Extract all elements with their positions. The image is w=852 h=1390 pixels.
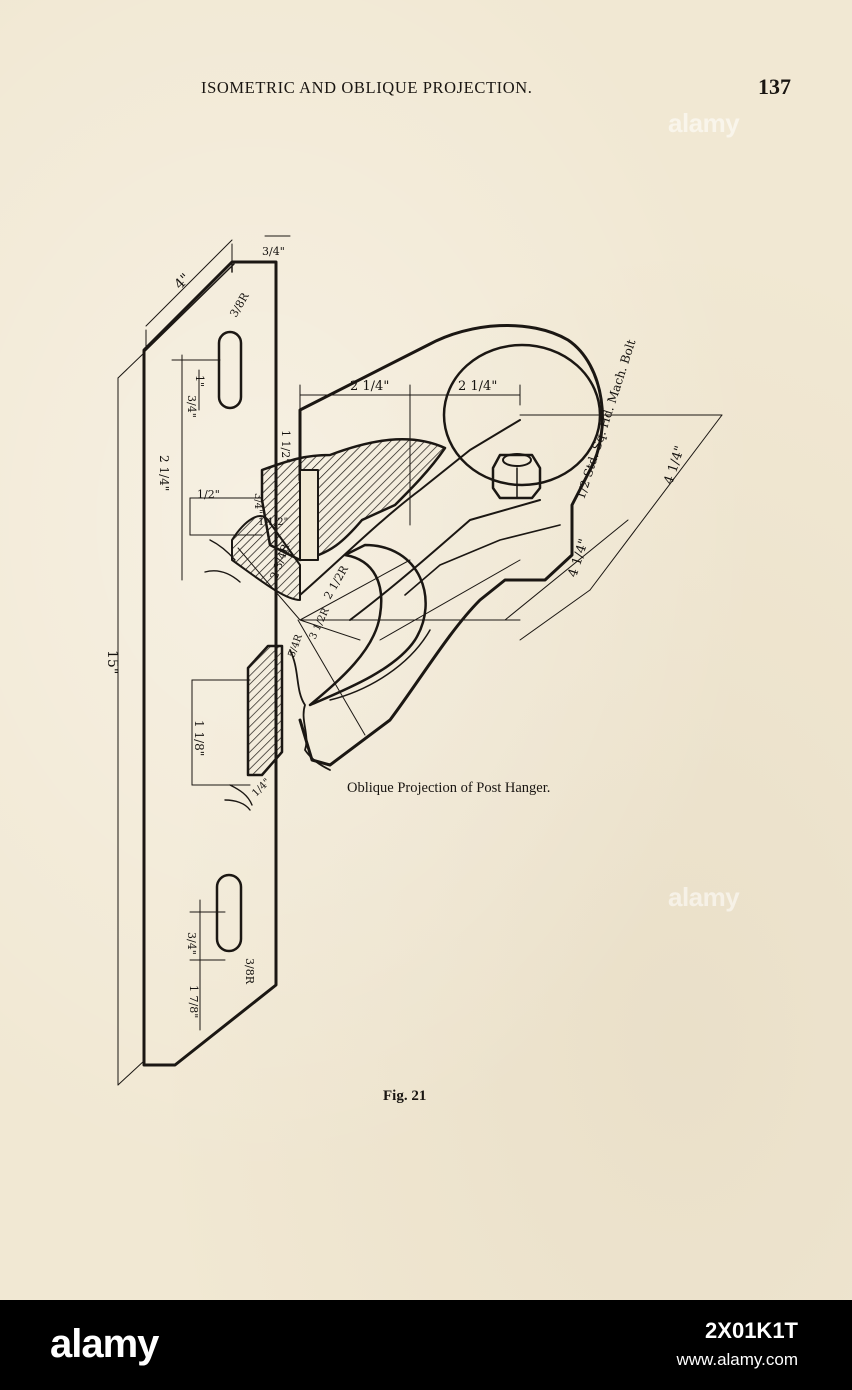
dim-radius-b: 2 1/2R: [321, 563, 351, 602]
dim-slot-radius-bottom: 3/8R: [243, 958, 256, 985]
dim-slot-width-bottom: 3/4": [185, 932, 198, 955]
plate-edge: [143, 261, 235, 353]
figure-caption: Oblique Projection of Post Hanger.: [347, 780, 551, 796]
running-head: ISOMETRIC AND OBLIQUE PROJECTION.: [201, 78, 533, 97]
post-hanger-drawing: 4" 3/4" 15" 3/8R 1" 3/4" 2 1/4" 1/2" 2 1…: [104, 235, 723, 1086]
image-id: 2X01K1T: [705, 1318, 798, 1343]
footer-url: www.alamy.com: [676, 1350, 798, 1369]
dim-slot-radius-top: 3/8R: [227, 290, 252, 320]
book-page: ISOMETRIC AND OBLIQUE PROJECTION. 137: [0, 0, 852, 1300]
dim-radius-d: 5/4R: [286, 633, 305, 659]
dim-arm-span-right: 2 1/4": [458, 379, 497, 394]
back-plate: [142, 260, 278, 1067]
dim-plate-length: 15": [104, 650, 120, 674]
upper-slot: [217, 330, 243, 410]
dim-slot-width: 3/4": [185, 395, 198, 418]
dim-slot-offset-bottom: 1 7/8": [187, 985, 200, 1018]
dim-lug-thickness: 1 1/2": [279, 430, 292, 463]
watermark: alamy: [668, 108, 740, 138]
bolt-note: 1/2 Std. Sq. Hd. Mach. Bolt: [574, 338, 639, 501]
dim-edge-offset: 1/2": [197, 488, 220, 501]
rib-section: [246, 644, 284, 777]
dim-section-width: 1 1/2": [258, 517, 288, 528]
figure-label: Fig. 21: [383, 1088, 427, 1104]
dim-rib-length: 1 1/8": [192, 720, 206, 756]
crescent: [308, 543, 427, 707]
dim-arm-span-left: 2 1/4": [350, 379, 389, 394]
dim-rib-thickness: 1/4": [250, 777, 272, 799]
hanger-arm: [298, 323, 604, 767]
lower-slot: [215, 873, 243, 953]
footer-bar: alamy 2X01K1T www.alamy.com: [0, 1300, 852, 1390]
watermark: alamy: [668, 882, 740, 912]
footer-logo: alamy: [50, 1322, 159, 1366]
dim-plate-width: 4": [172, 271, 194, 293]
dim-slot-length: 1": [193, 375, 206, 387]
dim-section-height: 3/4": [252, 493, 263, 514]
dim-slot-offset: 2 1/4": [157, 455, 171, 491]
page-number: 137: [758, 74, 791, 99]
dim-plate-thickness: 3/4": [262, 245, 285, 258]
